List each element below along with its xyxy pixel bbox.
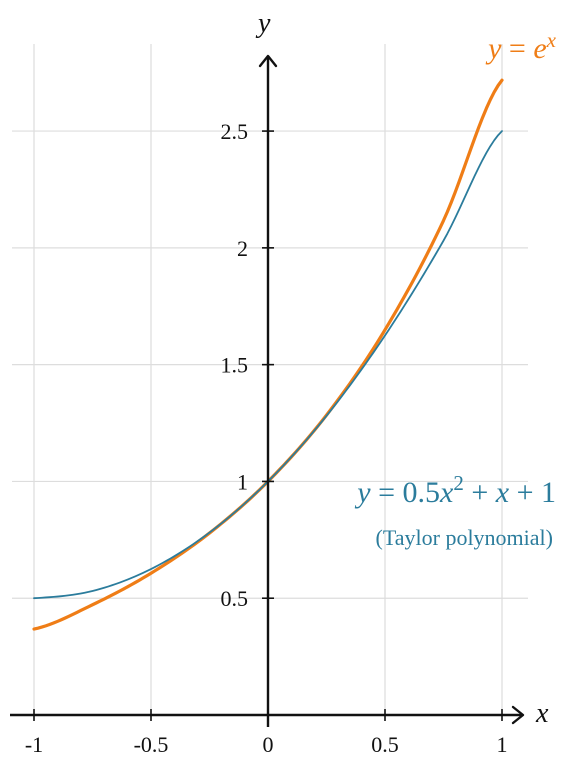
y-tick-label: 1.5 bbox=[221, 353, 249, 378]
grid bbox=[12, 44, 528, 715]
series-subtitle-taylor: (Taylor polynomial) bbox=[376, 525, 553, 550]
taylor-label-rest2: + 1 bbox=[509, 476, 556, 509]
x-tick-label: -0.5 bbox=[134, 732, 169, 757]
x-tick-label: 0.5 bbox=[371, 732, 399, 757]
x-axis-label: x bbox=[535, 698, 549, 729]
x-tick-label: 0 bbox=[263, 732, 274, 757]
y-axis-label: y bbox=[255, 8, 271, 39]
exp-label-sup: x bbox=[546, 28, 557, 52]
exp-label-eq: = bbox=[501, 32, 533, 65]
taylor-label-sup: 2 bbox=[453, 471, 464, 495]
x-axis-arrow bbox=[511, 705, 525, 725]
x-tick-label: 1 bbox=[497, 732, 508, 757]
y-tick-label: 2.5 bbox=[221, 119, 249, 144]
exp-label-base: e bbox=[533, 32, 546, 65]
y-tick-label: 0.5 bbox=[221, 586, 249, 611]
exp-label-lhs: y bbox=[485, 32, 502, 65]
x-tick-label: -1 bbox=[25, 732, 43, 757]
y-tick-label: 1 bbox=[237, 469, 248, 494]
ticks: -1 -0.5 0 0.5 1 0.5 1 1.5 2 2.5 bbox=[25, 119, 508, 757]
y-axis-arrow bbox=[258, 54, 278, 68]
series-label-taylor: y = 0.5x2 + x + 1 bbox=[354, 471, 556, 509]
taylor-label-var: x bbox=[439, 476, 454, 509]
taylor-label-eq: = 0.5 bbox=[371, 476, 440, 509]
taylor-label-var2: x bbox=[495, 476, 510, 509]
taylor-label-lhs: y bbox=[354, 476, 371, 509]
y-tick-label: 2 bbox=[237, 236, 248, 261]
series-label-exp: y = ex bbox=[485, 28, 557, 65]
axes bbox=[10, 54, 525, 727]
taylor-label-rest1: + bbox=[464, 476, 496, 509]
